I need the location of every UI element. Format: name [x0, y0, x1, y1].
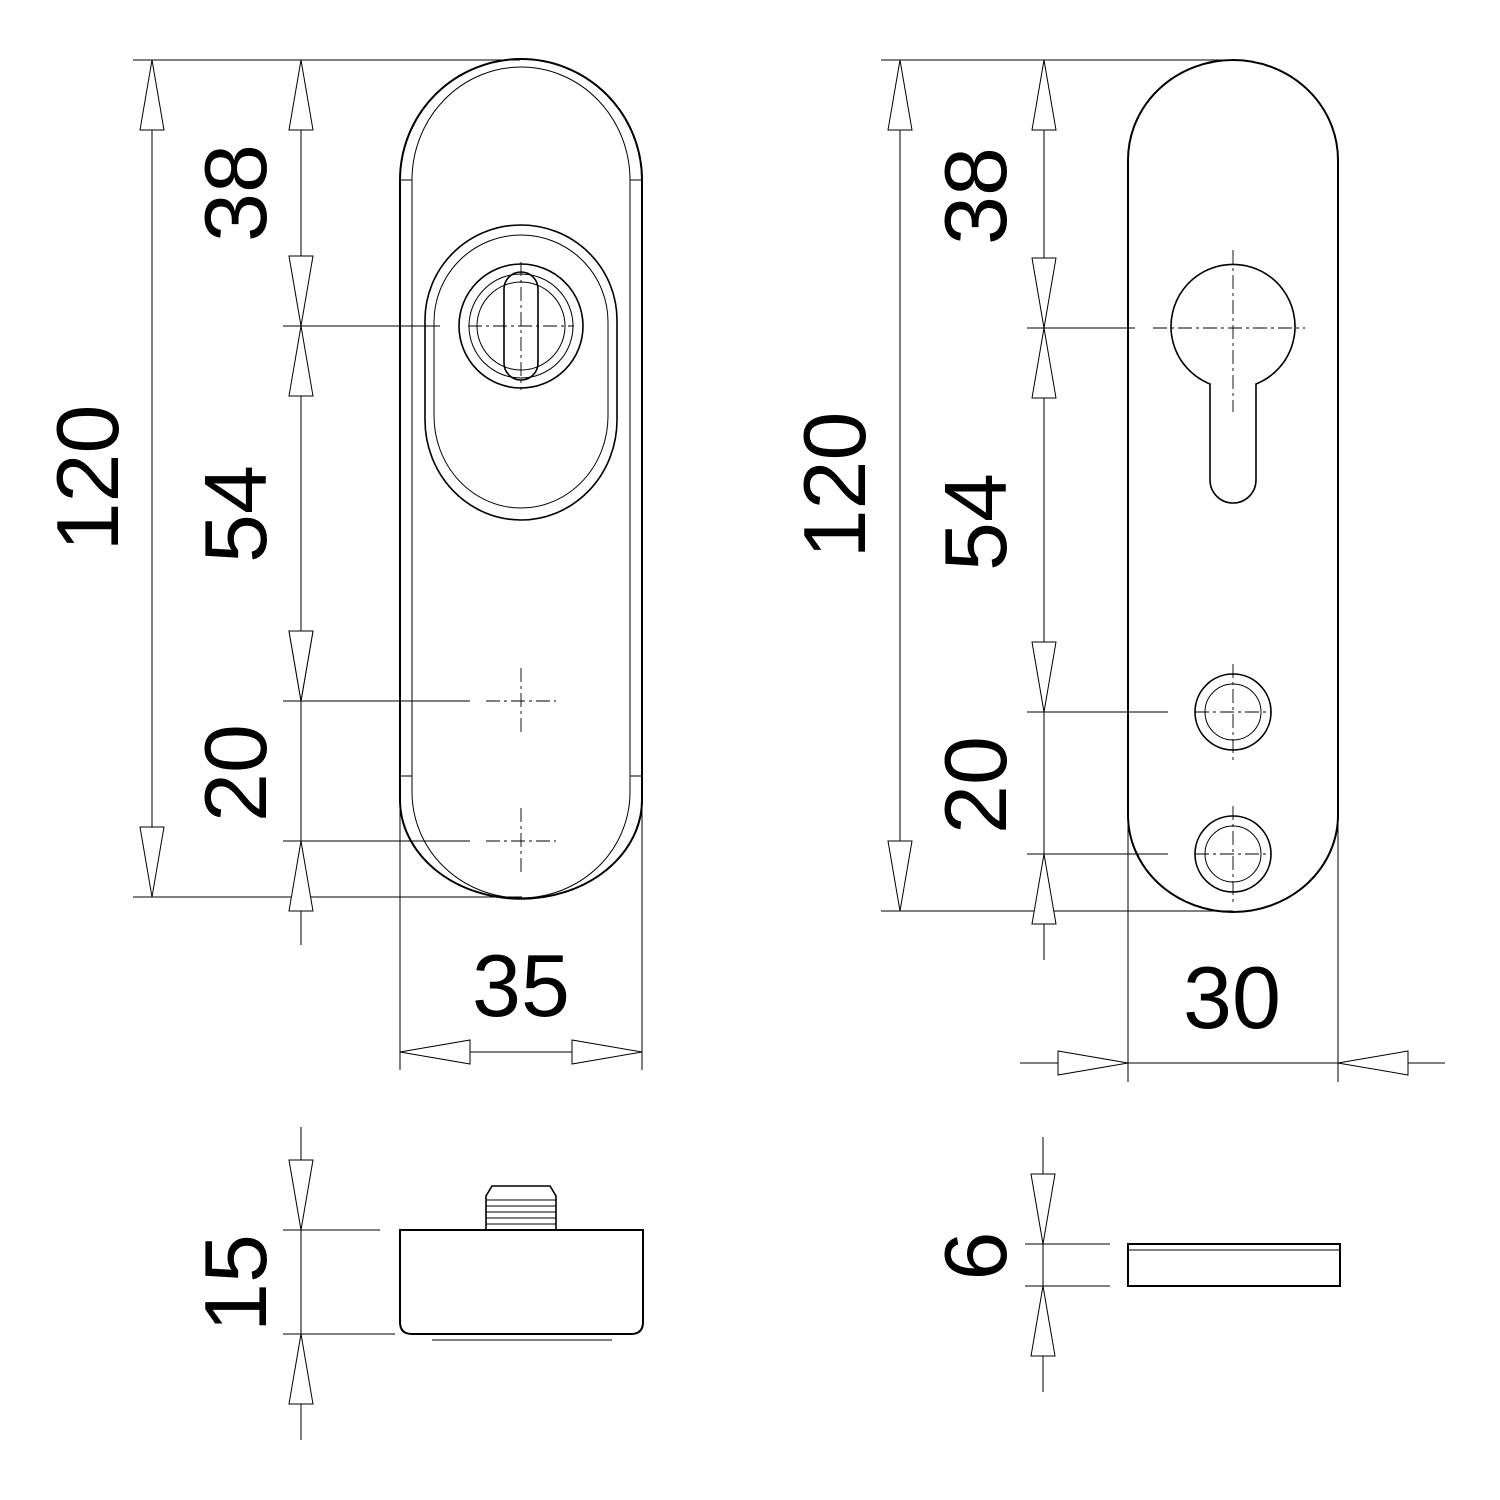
left-dim-top-to-center: 38 [186, 144, 285, 242]
left-plate-corner-ticks [400, 179, 642, 777]
right-front-view: 120 38 54 20 30 [785, 59, 1445, 1082]
left-dim-width: 35 [472, 936, 570, 1035]
left-dim-hole-spacing: 20 [186, 724, 285, 822]
right-plate-outline [1127, 59, 1339, 913]
left-rosette-inner [433, 234, 609, 509]
left-hole-centerline-upper [486, 668, 556, 732]
left-chain-arrow-1 [288, 59, 314, 131]
left-chain-arrow-3 [288, 325, 314, 397]
left-hole-centerline-lower [486, 808, 556, 872]
right-screw-centerlines [1195, 664, 1271, 902]
left-chain-arrow-2 [288, 255, 314, 327]
right-cylinder-hole [1170, 263, 1296, 504]
left-dim-overall-height: 120 [38, 405, 137, 552]
right-width-arrow-right [1337, 1050, 1409, 1076]
left-knob-centerline [468, 262, 574, 390]
left-dim-center-to-hole: 54 [186, 465, 285, 563]
left-side-view: 15 [186, 1127, 644, 1440]
right-dim-center-to-hole: 54 [926, 473, 1025, 571]
right-dim-width: 30 [1183, 948, 1281, 1047]
left-side-dim-thickness: 15 [186, 1234, 285, 1332]
left-overall-height-arrow-bottom [139, 826, 165, 898]
right-cylinder-centerline [1153, 250, 1305, 412]
right-dim-overall-height: 120 [785, 412, 884, 559]
right-overall-height-arrow-top [887, 59, 913, 131]
left-side-thread-stem [485, 1185, 557, 1230]
left-chain-arrow-5 [288, 630, 314, 702]
left-width-arrow-right [571, 1039, 643, 1065]
left-side-thread-lines [486, 1199, 556, 1225]
right-side-body [1127, 1243, 1341, 1287]
left-side-arrow-bottom [288, 1333, 314, 1405]
right-side-view: 6 [926, 1137, 1341, 1392]
right-width-arrow-left [1057, 1050, 1129, 1076]
left-front-view: 120 38 54 20 35 [38, 58, 643, 1070]
left-plate-outline [399, 58, 643, 900]
right-chain-arrow-1 [1031, 59, 1057, 131]
right-chain-arrow-3 [1031, 327, 1057, 399]
right-dim-top-to-center: 38 [926, 147, 1025, 245]
left-rosette-outer [424, 224, 618, 521]
left-extension-lines [133, 59, 643, 1070]
right-side-dim-thickness: 6 [926, 1232, 1025, 1281]
right-overall-height-arrow-bottom [887, 840, 913, 912]
left-side-arrow-top [288, 1159, 314, 1231]
left-chain-arrow-6 [288, 840, 314, 912]
right-extension-lines [881, 59, 1339, 1082]
right-chain-arrow-2 [1031, 257, 1057, 329]
left-overall-height-arrow-top [139, 59, 165, 131]
right-chain-arrow-4 [1031, 641, 1057, 713]
left-side-body [399, 1229, 644, 1335]
right-side-arrow-top [1030, 1173, 1056, 1245]
left-width-arrow-left [399, 1039, 471, 1065]
right-side-arrow-bottom [1030, 1285, 1056, 1357]
right-dim-hole-spacing: 20 [926, 736, 1025, 834]
left-plate-chamfer-line [411, 66, 631, 899]
right-chain-arrow-5 [1031, 853, 1057, 925]
